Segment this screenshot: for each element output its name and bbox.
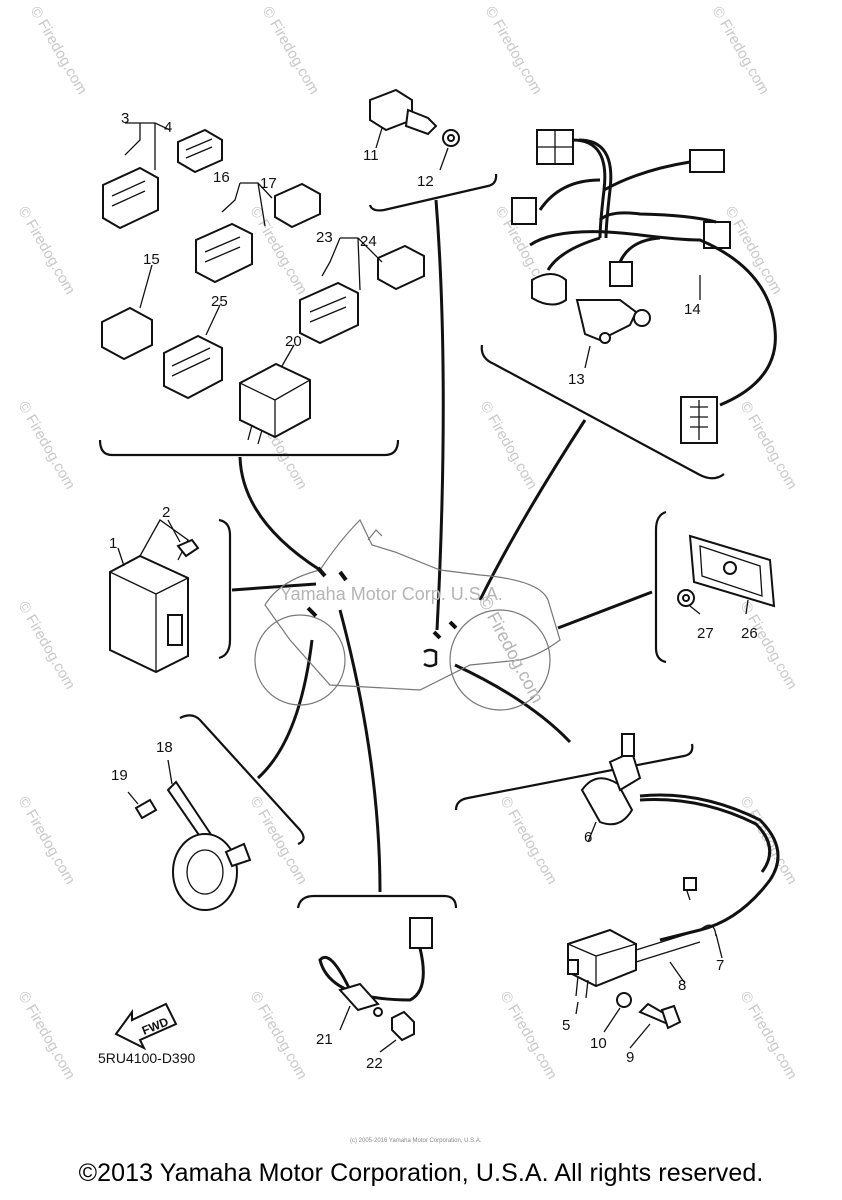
callout-25: 25	[211, 293, 228, 310]
watermark-tile: © Firedog.com	[15, 794, 79, 888]
thermo-unit-group	[368, 88, 498, 212]
callout-12: 12	[417, 173, 434, 190]
small-copyright-notice: (c) 2005-2016 Yamaha Motor Corporation, …	[350, 1138, 482, 1144]
callout-7: 7	[716, 957, 724, 974]
watermark-tile: © Firedog.com	[27, 4, 91, 98]
motorcycle-outline	[254, 518, 561, 711]
watermark-tile: © Firedog.com	[737, 989, 801, 1083]
callout-2: 2	[162, 504, 170, 521]
callout-10: 10	[590, 1035, 607, 1052]
connector-23-24	[299, 237, 425, 345]
watermark-tile: © Firedog.com	[15, 204, 79, 298]
callout-3: 3	[121, 110, 129, 127]
grommet-group	[654, 510, 776, 664]
copyright-footer: ©2013 Yamaha Motor Corporation, U.S.A. A…	[78, 1159, 764, 1187]
diagram-code: 5RU4100-D390	[98, 1050, 195, 1066]
watermark-tile: © Firedog.com	[737, 399, 801, 493]
callout-23: 23	[316, 229, 333, 246]
callout-9: 9	[626, 1049, 634, 1066]
watermark-tiles: © Firedog.com © Firedog.com © Firedog.co…	[15, 4, 801, 1083]
watermark-center: Yamaha Motor Corp. U.S.A.	[280, 584, 503, 604]
watermark-tile: © Firedog.com	[497, 794, 561, 888]
watermark-site: © Firedog.com	[474, 592, 547, 706]
callout-labels: 1 2 3 4 5 6 7 8 9 10 11 12 13 14 15 16 1…	[109, 110, 758, 1072]
watermark-tile: © Firedog.com	[259, 4, 323, 98]
relay-20	[239, 344, 311, 445]
callout-5: 5	[562, 1017, 570, 1034]
callout-18: 18	[156, 739, 173, 756]
group-bracket	[98, 439, 400, 457]
callout-17: 17	[260, 175, 277, 192]
fwd-arrow: FWD	[114, 1002, 178, 1051]
connector-group	[98, 122, 425, 457]
callout-6: 6	[584, 829, 592, 846]
leader-lines	[231, 199, 653, 893]
horn-group	[127, 714, 305, 911]
connector-16-17	[195, 182, 321, 284]
watermark-tile: © Firedog.com	[477, 399, 541, 493]
callout-19: 19	[111, 767, 128, 784]
watermark-tile: © Firedog.com	[497, 989, 561, 1083]
callout-14: 14	[684, 301, 701, 318]
watermark-tile: © Firedog.com	[15, 599, 79, 693]
ignition-coil-group	[454, 733, 780, 1049]
callout-15: 15	[143, 251, 160, 268]
sensor-lead-group	[296, 894, 458, 1053]
watermark-tile: © Firedog.com	[722, 204, 786, 298]
callout-22: 22	[366, 1055, 383, 1072]
callout-27: 27	[697, 625, 714, 642]
callout-1: 1	[109, 535, 117, 552]
connector-15	[101, 264, 153, 361]
watermark-tile: © Firedog.com	[482, 4, 546, 98]
watermark-tile: © Firedog.com	[15, 399, 79, 493]
callout-4: 4	[164, 119, 172, 136]
callout-24: 24	[360, 233, 377, 250]
callout-13: 13	[568, 371, 585, 388]
watermark-tile: © Firedog.com	[709, 4, 773, 98]
callout-21: 21	[316, 1031, 333, 1048]
callout-11: 11	[363, 147, 379, 164]
watermark-tile: © Firedog.com	[247, 989, 311, 1083]
ecu-group	[109, 518, 232, 674]
connector-25	[163, 304, 223, 400]
wire-harness-group	[480, 129, 777, 480]
callout-16: 16	[213, 169, 230, 186]
watermark-tile: © Firedog.com	[15, 989, 79, 1083]
connector-3-4	[102, 122, 223, 230]
callout-26: 26	[741, 625, 758, 642]
callout-20: 20	[285, 333, 302, 350]
callout-8: 8	[678, 977, 686, 994]
